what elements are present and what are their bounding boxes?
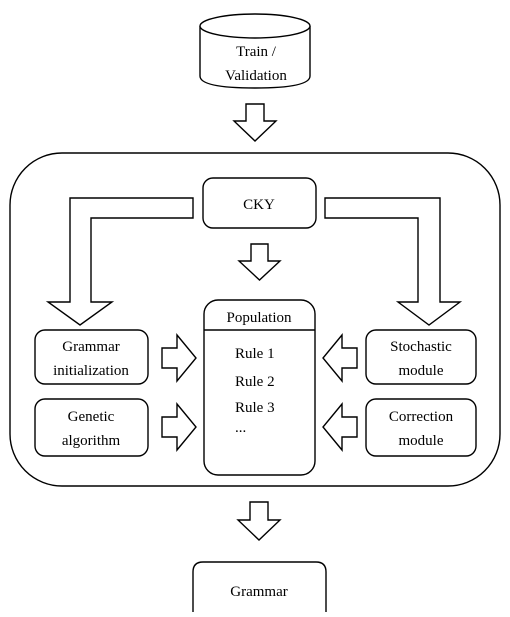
genetic-label-line2: algorithm: [62, 433, 121, 449]
arrow-stochastic-to-population: [322, 333, 358, 383]
dataset-label-line2: Validation: [225, 68, 287, 84]
population-rule-3: Rule 3: [235, 400, 275, 416]
correction-label-line2: module: [399, 433, 444, 449]
genetic-label-line1: Genetic: [68, 409, 115, 425]
grammar-init-label-line1: Grammar: [62, 339, 119, 355]
population-rule-2: Rule 2: [235, 374, 275, 390]
dataset-label-line1: Train /: [236, 44, 277, 60]
arrow-system-to-grammar: [236, 501, 282, 541]
grammar-output-label: Grammar: [230, 584, 287, 600]
arrow-correction-to-population: [322, 402, 358, 452]
correction-label-line1: Correction: [389, 409, 454, 425]
stochastic-label-line2: module: [399, 363, 444, 379]
correction-module-box: Correction module: [365, 398, 477, 457]
population-title: Population: [226, 310, 292, 326]
grammar-init-box: Grammar initialization: [34, 329, 149, 385]
stochastic-module-box: Stochastic module: [365, 329, 477, 385]
population-box: Population Rule 1 Rule 2 Rule 3 ...: [203, 299, 316, 476]
cky-box: CKY: [202, 177, 317, 229]
cky-label: CKY: [243, 197, 275, 213]
arrow-dataset-to-system: [232, 103, 278, 142]
arrow-cky-to-population: [237, 243, 282, 281]
arrow-grammar-init-to-population: [161, 333, 197, 383]
genetic-algorithm-box: Genetic algorithm: [34, 398, 149, 457]
grammar-init-label-line2: initialization: [53, 363, 129, 379]
arrow-genetic-to-population: [161, 402, 197, 452]
stochastic-label-line1: Stochastic: [390, 339, 452, 355]
arrow-cky-to-grammar-init: [45, 197, 194, 326]
population-rule-ellipsis: ...: [235, 420, 246, 436]
dataset-cylinder: Train / Validation: [199, 13, 311, 89]
population-rule-1: Rule 1: [235, 346, 275, 362]
arrow-cky-to-stochastic: [324, 197, 463, 326]
grammar-output-box: Grammar: [192, 561, 327, 612]
